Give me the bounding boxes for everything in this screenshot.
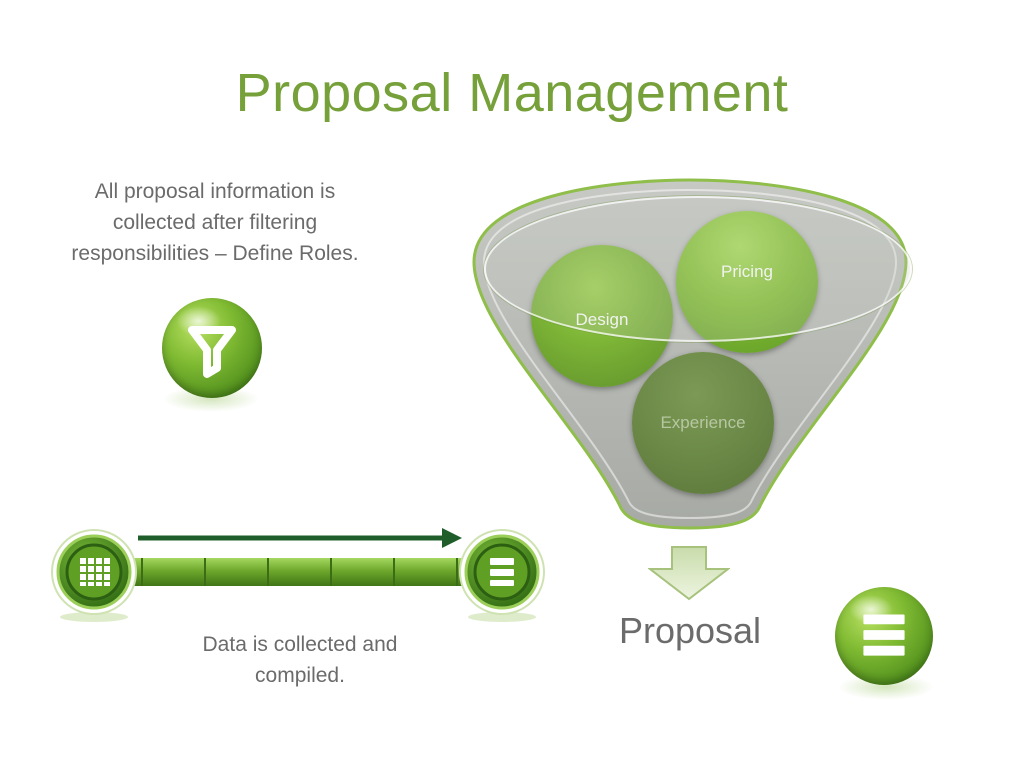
funnel-item-label: Experience — [660, 413, 746, 432]
top-note: All proposal information is collected af… — [71, 180, 359, 265]
funnel-item-design: Design — [531, 245, 673, 387]
bottom-note: Data is collected and compiled. — [202, 633, 398, 687]
flow-arrow-head — [442, 528, 462, 548]
list-icon — [490, 558, 514, 586]
down-arrow-icon — [648, 546, 730, 601]
funnel-item-experience: Experience — [632, 352, 774, 494]
funnel-item-label: Design — [575, 310, 629, 329]
list-icon — [835, 587, 933, 685]
filter-icon — [162, 298, 262, 398]
slide-title: Proposal Management — [235, 63, 789, 123]
funnel-item-label: Pricing — [721, 262, 773, 281]
data-pipeline — [51, 528, 545, 622]
funnel-item-pricing: Pricing — [676, 211, 818, 353]
grid-icon — [80, 558, 110, 586]
proposal-label: Proposal — [618, 610, 762, 651]
